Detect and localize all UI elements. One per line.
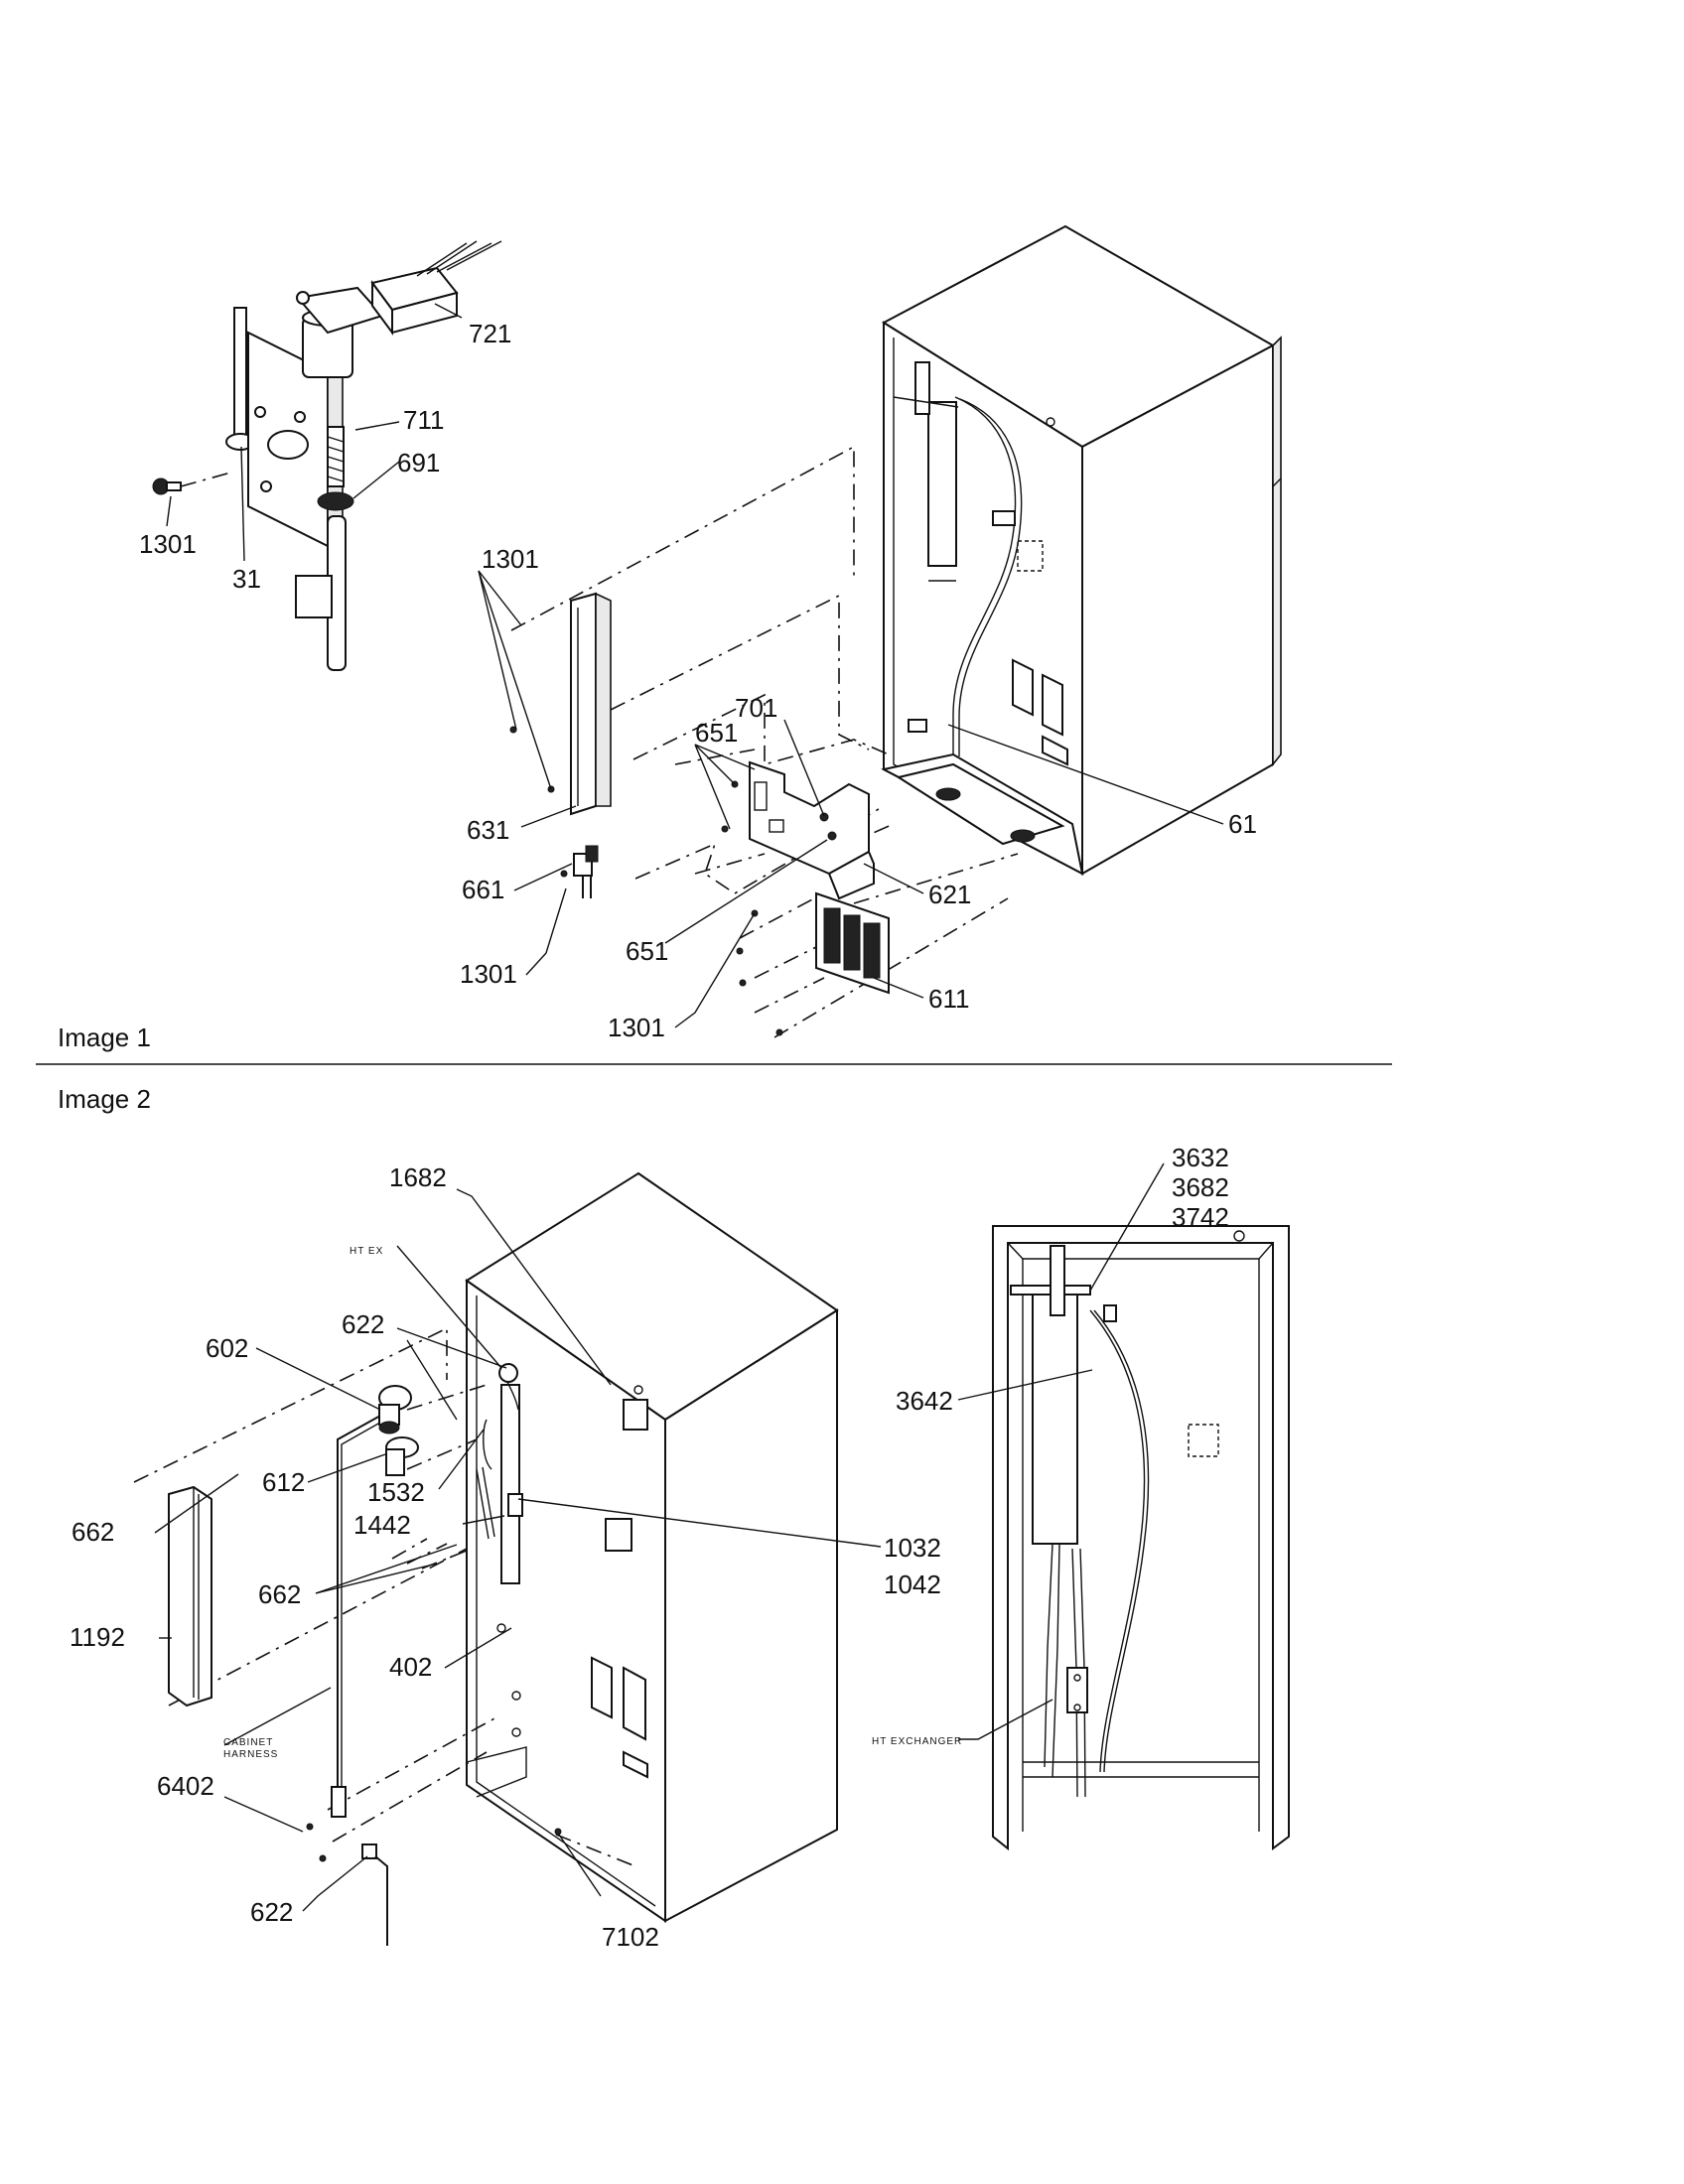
tubing-3642 <box>1089 1309 1146 1773</box>
label-1442: 1442 <box>353 1510 411 1540</box>
label-662-mid: 662 <box>258 1579 301 1609</box>
label-6402: 6402 <box>157 1771 214 1801</box>
cabinet-rear-view <box>465 1171 839 1923</box>
heat-exchanger-channel <box>1032 1290 1078 1545</box>
image1-labels: 721 711 691 1301 31 1301 631 651 701 61 … <box>139 319 1257 1042</box>
label-701: 701 <box>735 693 777 723</box>
label-3632: 3632 <box>1172 1143 1229 1172</box>
label-7102: 7102 <box>602 1922 659 1952</box>
label-1032: 1032 <box>884 1533 941 1563</box>
bracket-651-701 <box>721 760 870 876</box>
label-662-left: 662 <box>71 1517 114 1547</box>
label-1301-bottom: 1301 <box>608 1013 665 1042</box>
image1-diagram: 721 711 691 1301 31 1301 631 651 701 61 … <box>58 224 1282 1052</box>
label-621: 621 <box>928 880 971 909</box>
label-1532: 1532 <box>367 1477 425 1507</box>
grille-611 <box>736 891 890 1036</box>
plug-602 <box>378 1385 412 1434</box>
image1-caption: Image 1 <box>58 1023 151 1052</box>
ht-ex-text: HT EX <box>350 1246 383 1257</box>
label-611: 611 <box>928 984 969 1014</box>
label-602: 602 <box>206 1333 248 1363</box>
image2-labels: 1682 HT EX 622 602 612 1532 662 1442 103… <box>70 1162 941 1952</box>
cabinet-tubing <box>952 396 1017 754</box>
cabinet-harness-text-2: HARNESS <box>223 1749 278 1760</box>
frame-leader-lines <box>957 1162 1165 1740</box>
label-711: 711 <box>403 405 444 435</box>
panel-1192 <box>168 1485 212 1707</box>
image2-diagram: Image 2 <box>58 1084 1290 1952</box>
label-402: 402 <box>389 1652 432 1682</box>
label-622-top: 622 <box>342 1309 384 1339</box>
label-691: 691 <box>397 448 440 478</box>
clip-1442 <box>476 1466 495 1540</box>
label-1301-valve: 1301 <box>139 529 197 559</box>
label-3742: 3742 <box>1172 1202 1229 1232</box>
label-661: 661 <box>462 875 504 904</box>
plug-612 <box>385 1436 419 1476</box>
label-622-bottom: 622 <box>250 1897 293 1927</box>
damper-661 <box>560 845 599 898</box>
label-1682: 1682 <box>389 1162 447 1192</box>
image1-leader-lines <box>166 303 1224 1028</box>
label-3642: 3642 <box>896 1386 953 1416</box>
label-651-lower: 651 <box>626 936 668 966</box>
label-1301-left: 1301 <box>460 959 517 989</box>
image2-leader-lines <box>154 1188 882 1912</box>
heat-exchanger-tube <box>500 1384 520 1584</box>
drain-channel <box>927 401 957 567</box>
label-31: 31 <box>232 564 261 594</box>
label-721: 721 <box>469 319 511 348</box>
label-631: 631 <box>467 815 509 845</box>
label-3682: 3682 <box>1172 1172 1229 1202</box>
spring-711 <box>327 426 345 487</box>
label-61: 61 <box>1228 809 1257 839</box>
water-valve-assembly <box>152 240 502 671</box>
image2-caption: Image 2 <box>58 1084 151 1114</box>
cabinet-harness-text-1: CABINET <box>223 1737 273 1748</box>
frame-labels: 3632 3682 3742 3642 HT EXCHANGER <box>872 1143 1229 1747</box>
cabinet-harness <box>306 1414 388 1946</box>
label-1042: 1042 <box>884 1570 941 1599</box>
cover-621 <box>827 850 875 900</box>
label-651-upper: 651 <box>695 718 738 748</box>
screw-1301 <box>152 471 235 495</box>
image2-guide-lines <box>133 1326 497 1843</box>
label-1301-top: 1301 <box>482 544 539 574</box>
label-612: 612 <box>262 1467 305 1497</box>
fitting-691 <box>317 491 354 511</box>
side-cover-panel-631 <box>509 592 612 816</box>
cabinet-front-frame <box>992 1225 1290 1851</box>
refrigerator-cabinet-rear <box>881 224 1282 876</box>
valve-knob <box>267 430 309 460</box>
water-tube-31 <box>233 307 247 438</box>
ht-exchanger-text: HT EXCHANGER <box>872 1736 962 1747</box>
label-1192: 1192 <box>70 1622 125 1652</box>
